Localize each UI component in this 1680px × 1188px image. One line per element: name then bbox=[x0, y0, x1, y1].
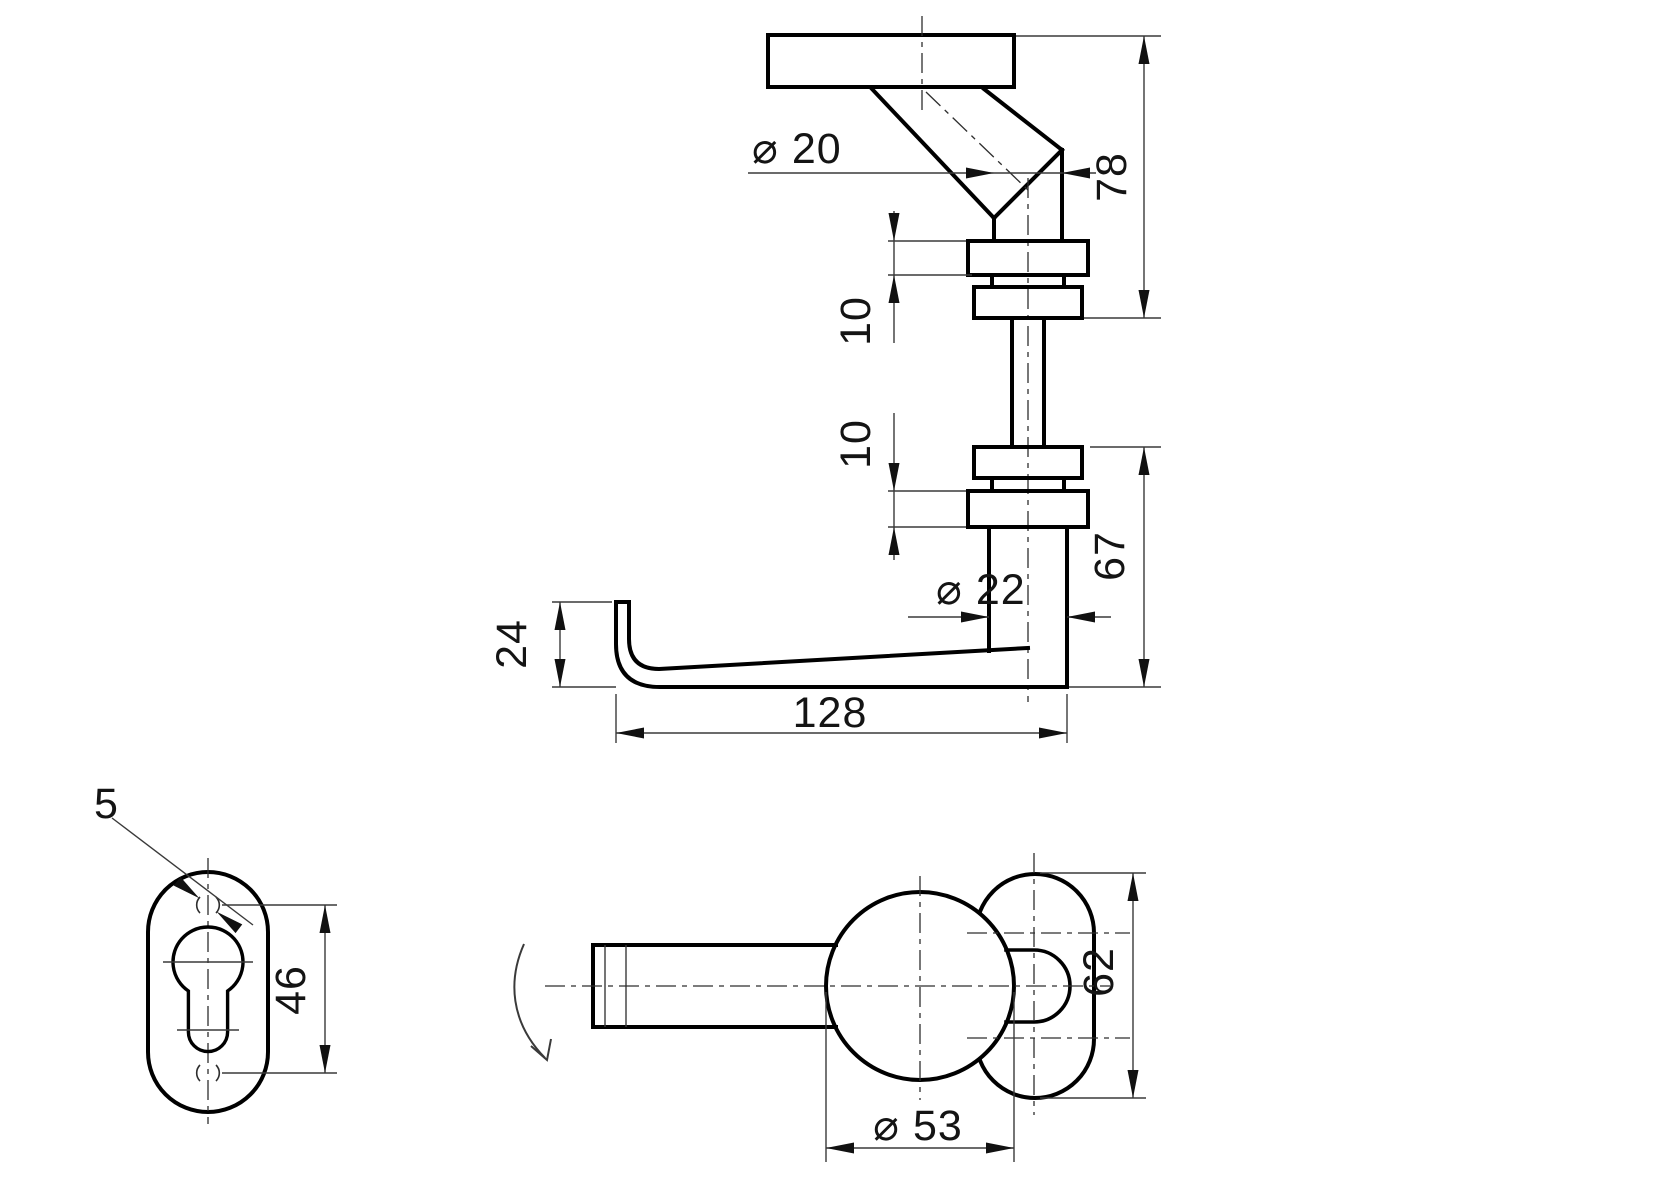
dim-label-knob-diameter: ⌀ 53 bbox=[873, 1102, 963, 1150]
dim-label-neck-diameter: ⌀ 20 bbox=[752, 125, 842, 173]
dim-plate-height: 62 bbox=[1040, 872, 1146, 1099]
handle-front-view: ⌀ 53 62 bbox=[513, 853, 1146, 1162]
euro-cylinder-cutout bbox=[171, 925, 245, 1054]
dimension-arrow bbox=[1127, 1070, 1139, 1098]
arm-right-edge bbox=[981, 86, 1065, 153]
dim-label-plate-height: 62 bbox=[1075, 947, 1123, 997]
lower-collar-bottom bbox=[966, 489, 1090, 529]
dim-label-lever-length: 128 bbox=[793, 689, 868, 737]
dimension-arrow bbox=[1127, 873, 1139, 901]
dim-lower-height: 67 bbox=[1069, 446, 1161, 688]
dimension-arrow bbox=[1138, 290, 1150, 318]
dimension-arrow bbox=[1138, 447, 1150, 475]
arm-left-edge bbox=[869, 86, 997, 221]
bottom-screw-hole bbox=[195, 1064, 221, 1082]
dimension-arrow bbox=[986, 1142, 1014, 1154]
dimension-arrow bbox=[888, 527, 900, 555]
dimension-arrow bbox=[1138, 659, 1150, 687]
dim-label-hole-spacing: 46 bbox=[267, 965, 315, 1015]
dimension-arrow bbox=[1067, 611, 1095, 623]
lever-inner-edge bbox=[627, 600, 1031, 672]
dimension-arrow bbox=[616, 727, 644, 739]
dim-hook-height: 24 bbox=[488, 601, 616, 688]
dim-cylinder-diameter: ⌀ 22 bbox=[908, 566, 1111, 623]
dim-lever-length: 128 bbox=[615, 689, 1068, 743]
rotation-arrow-arc bbox=[513, 943, 546, 1059]
dimension-arrow bbox=[966, 167, 994, 179]
dimension-arrow bbox=[826, 1142, 854, 1154]
dim-upper-collar: 10 bbox=[832, 211, 972, 346]
dimension-arrow bbox=[319, 905, 331, 933]
dimension-arrow bbox=[554, 659, 566, 687]
dimension-arrow bbox=[888, 275, 900, 303]
dimension-arrow bbox=[1039, 727, 1067, 739]
dimension-arrow bbox=[554, 602, 566, 630]
rotation-arrow-head bbox=[530, 1038, 552, 1062]
escutcheon-front-view: 5 46 bbox=[94, 780, 337, 1124]
dim-label-cylinder-diameter: ⌀ 22 bbox=[936, 566, 1026, 614]
dim-label-hook-height: 24 bbox=[488, 619, 536, 669]
dim-knob-diameter: ⌀ 53 bbox=[825, 992, 1015, 1162]
upper-collar-bottom bbox=[972, 285, 1084, 320]
dim-lower-collar: 10 bbox=[832, 413, 966, 560]
knob-cap-outline bbox=[766, 33, 1016, 89]
lever-outer-edge bbox=[614, 600, 1069, 689]
leader-line bbox=[111, 817, 254, 926]
dim-neck-diameter: ⌀ 20 bbox=[748, 125, 1096, 179]
dim-label-lower-height: 67 bbox=[1086, 531, 1134, 581]
dim-label-lower-collar: 10 bbox=[832, 419, 880, 469]
dim-screw-hole-diameter: 5 bbox=[94, 780, 254, 934]
dim-upper-height: 78 bbox=[1016, 35, 1161, 319]
dimension-arrow bbox=[1062, 167, 1090, 179]
side-elevation-view: ⌀ 20 78 10 10 bbox=[488, 16, 1161, 743]
dim-label-upper-height: 78 bbox=[1088, 152, 1136, 202]
dimension-arrow bbox=[319, 1045, 331, 1073]
dim-label-upper-collar: 10 bbox=[832, 296, 880, 346]
dimension-arrow bbox=[888, 213, 900, 241]
dimension-arrow bbox=[1138, 36, 1150, 64]
dimension-arrow bbox=[888, 463, 900, 491]
dim-hole-spacing: 46 bbox=[222, 904, 337, 1074]
dim-label-screw-hole-diameter: 5 bbox=[94, 780, 119, 828]
